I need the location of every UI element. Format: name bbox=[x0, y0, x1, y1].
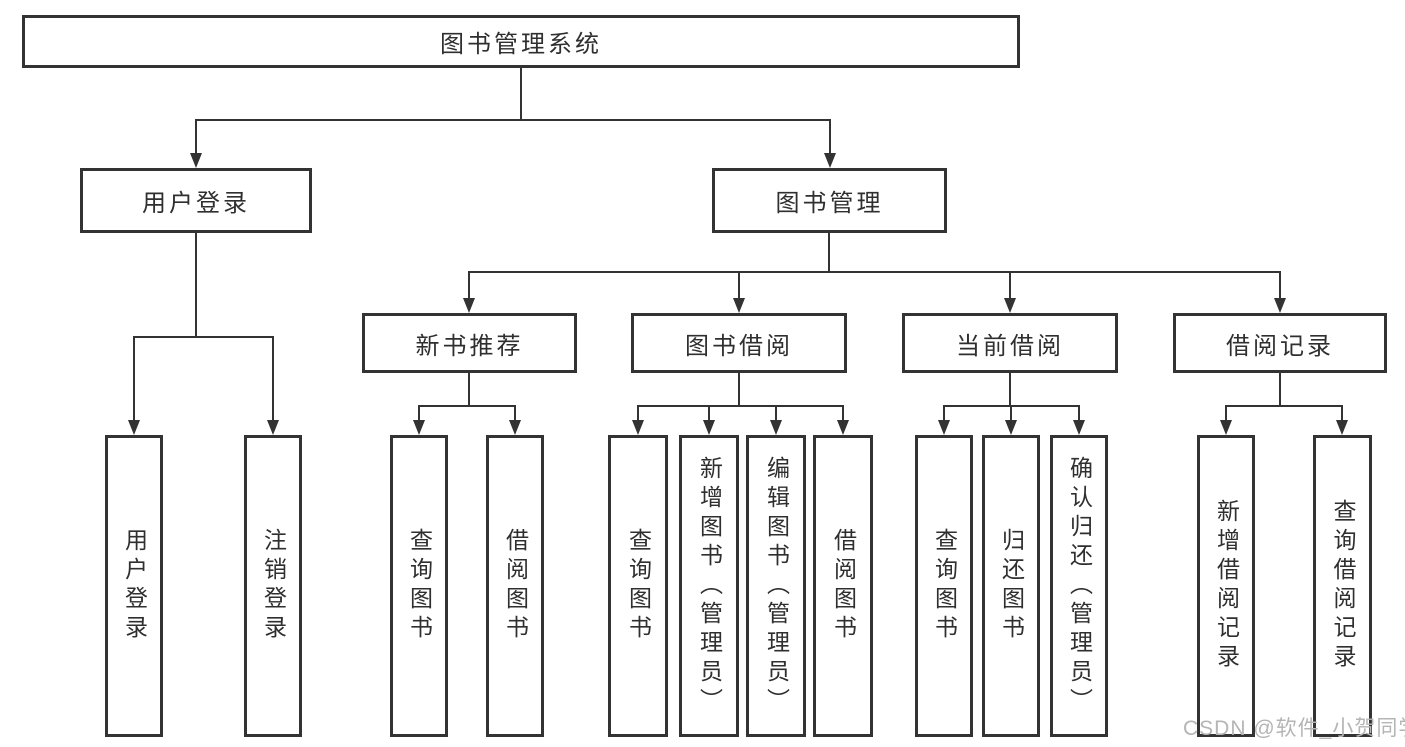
arrow-down-icon bbox=[1336, 420, 1348, 435]
node-label: 新书推荐 bbox=[415, 332, 524, 360]
arrow-down-icon bbox=[938, 420, 950, 435]
node-label: 注销登录 bbox=[260, 528, 287, 644]
connector-drop bbox=[418, 405, 420, 420]
leaf-edit-book-admin: 编辑图书（管理员） bbox=[746, 435, 806, 737]
arrow-down-icon bbox=[1073, 420, 1085, 435]
leaf-query-books-borrowing: 查询图书 bbox=[608, 435, 668, 737]
node-label: 确认归还（管理员） bbox=[1066, 455, 1093, 717]
connector-drop-new-book bbox=[468, 271, 470, 298]
node-label: 借阅图书 bbox=[830, 528, 857, 644]
connector-drop bbox=[775, 405, 777, 420]
leaf-confirm-return-admin: 确认归还（管理员） bbox=[1050, 435, 1108, 737]
arrow-down-icon bbox=[1004, 298, 1016, 313]
leaf-add-borrow-record: 新增借阅记录 bbox=[1197, 435, 1255, 737]
connector-drop bbox=[1078, 405, 1080, 420]
arrow-down-icon bbox=[1005, 420, 1017, 435]
connector-drop bbox=[708, 405, 710, 420]
arrow-down-icon bbox=[824, 153, 836, 168]
connector-drop-current-borrowing bbox=[1009, 271, 1011, 298]
node-label: 查询借阅记录 bbox=[1330, 499, 1356, 673]
connector-book-management-stem bbox=[828, 233, 830, 271]
node-label: 查询图书 bbox=[406, 528, 433, 644]
arrow-down-icon bbox=[837, 420, 849, 435]
node-label: 借阅记录 bbox=[1226, 332, 1334, 360]
leaf-add-book-admin: 新增图书（管理员） bbox=[679, 435, 739, 737]
connector-drop bbox=[1225, 405, 1227, 420]
connector-drop-book-borrowing bbox=[738, 271, 740, 298]
leaf-return-books: 归还图书 bbox=[982, 435, 1040, 737]
leaf-query-books-current: 查询图书 bbox=[915, 435, 973, 737]
arrow-down-icon bbox=[267, 420, 279, 435]
node-label: 图书管理系统 bbox=[440, 31, 602, 58]
connector-user-login-crossbar bbox=[133, 336, 274, 338]
connector-root-crossbar bbox=[196, 119, 831, 121]
connector-new-book-stem bbox=[468, 373, 470, 405]
connector-borrowing-records-crossbar bbox=[1225, 405, 1343, 407]
node-user-login: 用户登录 bbox=[80, 168, 312, 233]
connector-drop-book-management bbox=[829, 119, 831, 153]
node-label: 图书借阅 bbox=[685, 332, 793, 360]
node-label: 借阅图书 bbox=[502, 528, 529, 644]
node-current-borrowing: 当前借阅 bbox=[902, 313, 1118, 373]
connector-drop-borrowing-records bbox=[1279, 271, 1281, 298]
node-label: 图书管理 bbox=[775, 190, 884, 217]
arrow-down-icon bbox=[733, 298, 745, 313]
arrow-down-icon bbox=[1274, 298, 1286, 313]
arrow-down-icon bbox=[190, 153, 202, 168]
node-library-management-system: 图书管理系统 bbox=[22, 15, 1020, 68]
node-borrowing-records: 借阅记录 bbox=[1173, 313, 1387, 373]
connector-new-book-crossbar bbox=[418, 405, 516, 407]
node-book-management: 图书管理 bbox=[712, 168, 947, 233]
arrow-down-icon bbox=[770, 420, 782, 435]
leaf-query-books-recommend: 查询图书 bbox=[390, 435, 448, 737]
arrow-down-icon bbox=[463, 298, 475, 313]
node-label: 用户登录 bbox=[121, 528, 148, 644]
arrow-down-icon bbox=[128, 420, 140, 435]
arrow-down-icon bbox=[509, 420, 521, 435]
connector-drop bbox=[943, 405, 945, 420]
connector-borrowing-records-stem bbox=[1279, 373, 1281, 405]
node-label: 查询图书 bbox=[931, 528, 958, 644]
connector-current-borrowing-stem bbox=[1009, 373, 1011, 405]
connector-drop-leaf-user-login bbox=[133, 336, 135, 420]
leaf-query-borrow-record: 查询借阅记录 bbox=[1313, 435, 1372, 737]
connector-drop-user-login bbox=[195, 119, 197, 153]
node-new-book-recommendation: 新书推荐 bbox=[362, 313, 577, 373]
node-label: 当前借阅 bbox=[956, 332, 1064, 360]
arrow-down-icon bbox=[413, 420, 425, 435]
connector-drop-leaf-logout bbox=[272, 336, 274, 420]
connector-user-login-stem bbox=[195, 233, 197, 336]
connector-drop bbox=[842, 405, 844, 420]
watermark: CSDN @软件_小贺同学 bbox=[1183, 717, 1405, 740]
connector-drop bbox=[637, 405, 639, 420]
connector-root-stem bbox=[520, 68, 522, 119]
node-label: 用户登录 bbox=[142, 190, 250, 217]
connector-drop bbox=[1010, 405, 1012, 420]
node-label: 归还图书 bbox=[998, 528, 1025, 644]
node-label: 查询图书 bbox=[625, 528, 652, 644]
leaf-logout: 注销登录 bbox=[244, 435, 302, 737]
leaf-borrow-books-recommend: 借阅图书 bbox=[486, 435, 544, 737]
connector-book-management-crossbar bbox=[468, 271, 1281, 273]
node-label: 新增图书（管理员） bbox=[696, 455, 723, 717]
node-label: 编辑图书（管理员） bbox=[763, 455, 790, 717]
node-book-borrowing: 图书借阅 bbox=[631, 313, 847, 373]
arrow-down-icon bbox=[632, 420, 644, 435]
arrow-down-icon bbox=[1220, 420, 1232, 435]
connector-drop bbox=[1341, 405, 1343, 420]
leaf-borrow-books: 借阅图书 bbox=[813, 435, 873, 737]
connector-drop bbox=[514, 405, 516, 420]
node-label: 新增借阅记录 bbox=[1213, 499, 1240, 673]
connector-book-borrowing-crossbar bbox=[637, 405, 844, 407]
arrow-down-icon bbox=[703, 420, 715, 435]
connector-book-borrowing-stem bbox=[738, 373, 740, 405]
leaf-user-login: 用户登录 bbox=[105, 435, 163, 737]
